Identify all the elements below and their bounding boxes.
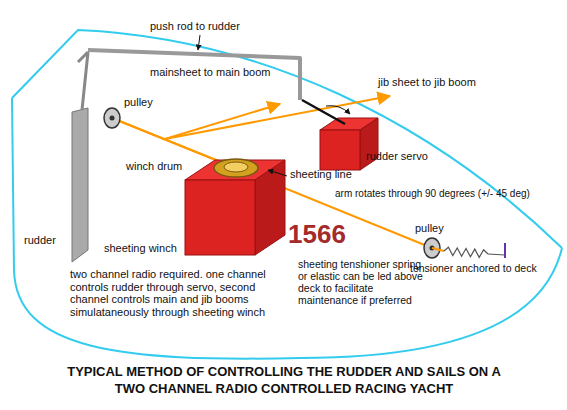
part-label: pulley — [124, 96, 153, 109]
winch-drum-core — [224, 162, 248, 172]
part-label: sheeting winch — [104, 242, 177, 255]
rudder-tiller — [78, 52, 88, 62]
servo-arm — [302, 100, 345, 124]
part-label: winch drum — [126, 160, 182, 173]
sheeting-line-arrow — [268, 170, 287, 176]
push-rod-leader — [198, 35, 200, 50]
tensioner-cord — [488, 254, 505, 255]
pulley-wheel — [104, 108, 120, 128]
tensioner-link — [432, 248, 444, 251]
hull-bottom — [14, 248, 562, 359]
tensioner-spring — [444, 247, 488, 257]
part-label: pulley — [415, 222, 444, 235]
note-text: two channel radio required. one channel … — [70, 268, 296, 319]
hull-transom — [12, 98, 14, 270]
deck-anchor — [504, 243, 506, 258]
servo-box-side — [360, 118, 378, 170]
pulley-hub — [110, 116, 115, 121]
note-text: sheeting tenshioner spring or elastic ca… — [298, 258, 424, 306]
part-label: mainsheet to main boom — [150, 66, 270, 79]
rudder-post — [82, 52, 88, 110]
winch-drum — [214, 159, 258, 177]
part-label: push rod to rudder — [150, 20, 240, 33]
sail-number: 1566 — [288, 220, 346, 250]
servo-box-front — [320, 130, 360, 170]
rudder-blade — [72, 108, 88, 262]
part-label: sheeting line — [290, 168, 352, 181]
part-label: rudder servo — [366, 150, 428, 163]
push-rod — [88, 50, 300, 100]
part-label: jib sheet to jib boom — [378, 76, 476, 89]
part-label: rudder — [24, 234, 56, 247]
servo-arm-arc — [326, 106, 350, 114]
part-label: tensioner anchored to deck — [410, 262, 537, 274]
mainsheet-line — [165, 104, 280, 139]
note-text: arm rotates through 90 degrees (+/- 45 d… — [335, 188, 530, 200]
diagram-title: TYPICAL METHOD OF CONTROLLING THE RUDDER… — [55, 364, 513, 398]
hull-deck-edge — [12, 30, 562, 248]
winch-box-front — [185, 180, 255, 255]
